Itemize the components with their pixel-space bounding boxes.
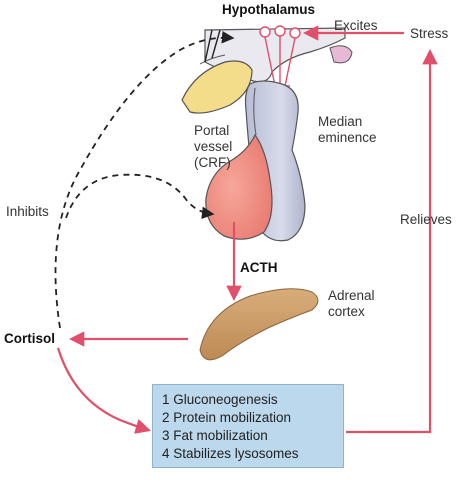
effect-item: 1 Gluconeogenesis <box>162 392 278 407</box>
portal-vessel-label-line3: (CRF) <box>194 155 231 170</box>
effect-item: 4 Stabilizes lysosomes <box>162 446 299 461</box>
optic-chiasm <box>181 54 253 114</box>
cortisol-label: Cortisol <box>4 331 56 346</box>
excites-label: Excites <box>334 18 378 33</box>
stress-label: Stress <box>410 26 449 41</box>
hypothalamus-connector <box>204 29 221 63</box>
inhibits-dashed-arrow-upper <box>54 30 235 329</box>
effect-item: 3 Fat mobilization <box>162 428 268 443</box>
inhibits-label: Inhibits <box>6 204 49 219</box>
hypothalamus-label: Hypothalamus <box>222 2 316 17</box>
inhibits-dashed-arrow-lower <box>65 173 215 220</box>
adrenal-cortex-label-line1: Adrenal <box>328 288 375 303</box>
hypothalamic-neurons <box>259 25 301 87</box>
effect-item: 2 Protein mobilization <box>162 410 292 425</box>
adrenal-cortex-label-line2: cortex <box>328 304 365 319</box>
anterior-pituitary <box>205 133 273 240</box>
acth-label: ACTH <box>240 260 278 275</box>
median-eminence-label-line1: Median <box>318 114 363 129</box>
median-eminence-label-line2: eminence <box>318 130 377 145</box>
cortisol-effects-box: 1 Gluconeogenesis 2 Protein mobilization… <box>152 384 344 468</box>
portal-vessel-label-line2: vessel <box>194 139 233 154</box>
relieves-arrow <box>346 48 438 434</box>
cortisol-effects-arrow <box>56 347 151 434</box>
adrenal-cortex <box>199 288 319 361</box>
relieves-label: Relieves <box>400 212 452 227</box>
portal-vessel <box>253 87 257 136</box>
portal-vessel-label-line1: Portal <box>194 123 230 138</box>
